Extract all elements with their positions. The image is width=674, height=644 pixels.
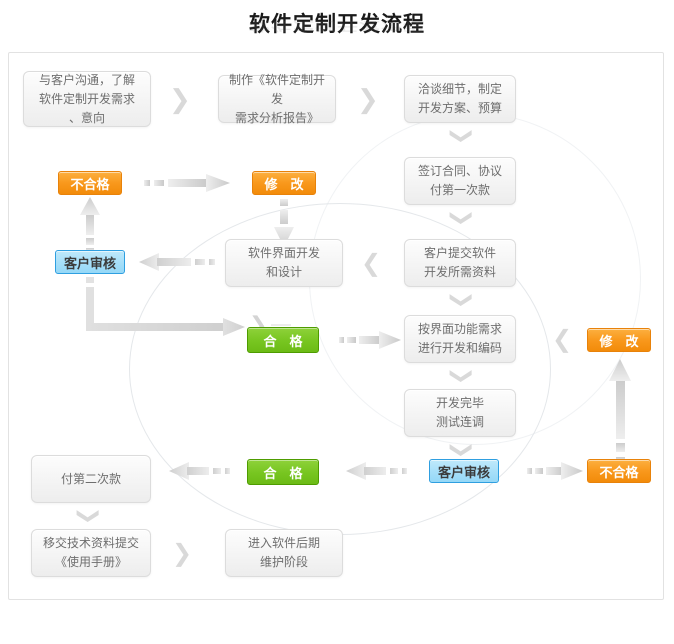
chevron-right-icon-1: ❯ [169,85,191,115]
step-box-s7: 按界面功能需求 进行开发和编码 [404,315,516,363]
step-box-s11: 进入软件后期 维护阶段 [225,529,343,577]
step-box-s1: 与客户沟通，了解 软件定制开发需求 、意向 [23,71,151,127]
step-box-s8: 开发完毕 测试连调 [404,389,516,437]
badge-b6-pass[interactable]: 合 格 [247,459,319,485]
badge-text-b4: 合 格 [263,334,303,350]
step-text-s6: 软件界面开发 和设计 [247,246,320,279]
chevron-right-icon-4: ❯ [172,539,193,567]
badge-text-b3: 客户审核 [63,256,116,272]
step-text-s7: 按界面功能需求 进行开发和编码 [417,322,502,355]
arrow-up-dashed-2 [608,359,632,469]
step-box-s5: 客户提交软件 开发所需资料 [404,239,516,287]
step-text-s5: 客户提交软件 开发所需资料 [423,246,496,279]
step-text-s2: 制作《软件定制开发 需求分析报告》 [228,72,325,125]
chevron-down-icon-2: ❯ [449,208,475,228]
chevron-down-icon-4: ❯ [449,366,475,386]
step-box-s2: 制作《软件定制开发 需求分析报告》 [218,73,336,125]
badge-text-b5: 修 改 [599,334,639,350]
badge-b2-modify[interactable]: 修 改 [252,171,316,195]
chevron-down-icon-6: ❯ [76,506,102,526]
flowchart-panel: 与客户沟通，了解 软件定制开发需求 、意向 ❯ 制作《软件定制开发 需求分析报告… [8,52,664,600]
arrow-up-dashed-1 [79,197,101,251]
badge-b3-client-review[interactable]: 客户审核 [55,250,125,274]
badge-b5-modify[interactable]: 修 改 [587,328,651,352]
step-box-s4: 签订合同、协议 付第一次款 [404,157,516,205]
arrow-left-dashed-1 [139,252,219,272]
arrow-down-dashed-1 [273,199,295,249]
badge-text-b8: 不合格 [599,465,639,481]
arrow-right-dashed-1 [144,173,232,193]
elbow-connector-review-to-pass [77,275,267,347]
step-text-s4: 签订合同、协议 付第一次款 [417,164,502,197]
step-text-s8: 开发完毕 测试连调 [435,396,484,429]
arrow-right-dashed-2 [339,330,403,350]
badge-b4-pass[interactable]: 合 格 [247,327,319,353]
chevron-right-icon-2: ❯ [357,85,379,115]
badge-text-b7: 客户审核 [437,465,490,481]
step-box-s9: 付第二次款 [31,455,151,503]
chevron-down-icon-3: ❯ [449,290,475,310]
step-text-s11: 进入软件后期 维护阶段 [247,536,320,569]
step-box-s3: 洽谈细节，制定 开发方案、预算 [404,75,516,123]
arrow-left-dashed-2 [169,461,231,481]
step-box-s6: 软件界面开发 和设计 [225,239,343,287]
arrow-left-dashed-3 [346,461,408,481]
step-text-s10: 移交技术资料提交 《使用手册》 [42,536,139,569]
badge-b1-fail[interactable]: 不合格 [58,171,122,195]
badge-text-b2: 修 改 [264,177,304,193]
badge-text-b1: 不合格 [70,177,110,193]
chevron-left-icon-1: ❮ [361,249,382,277]
badge-b7-client-review[interactable]: 客户审核 [429,459,499,483]
badge-text-b6: 合 格 [263,466,303,482]
page-title-area: 软件定制开发流程 [0,10,674,50]
chevron-left-icon-2: ❮ [552,325,573,353]
step-text-s1: 与客户沟通，了解 软件定制开发需求 、意向 [38,72,135,125]
chevron-down-icon-1: ❯ [449,126,475,146]
step-box-s10: 移交技术资料提交 《使用手册》 [31,529,151,577]
step-text-s3: 洽谈细节，制定 开发方案、预算 [417,82,502,115]
badge-b8-fail[interactable]: 不合格 [587,459,651,483]
step-text-s9: 付第二次款 [60,471,121,486]
page-title: 软件定制开发流程 [249,12,425,36]
arrow-right-dashed-3 [527,461,585,481]
chevron-down-icon-5: ❯ [449,440,475,460]
